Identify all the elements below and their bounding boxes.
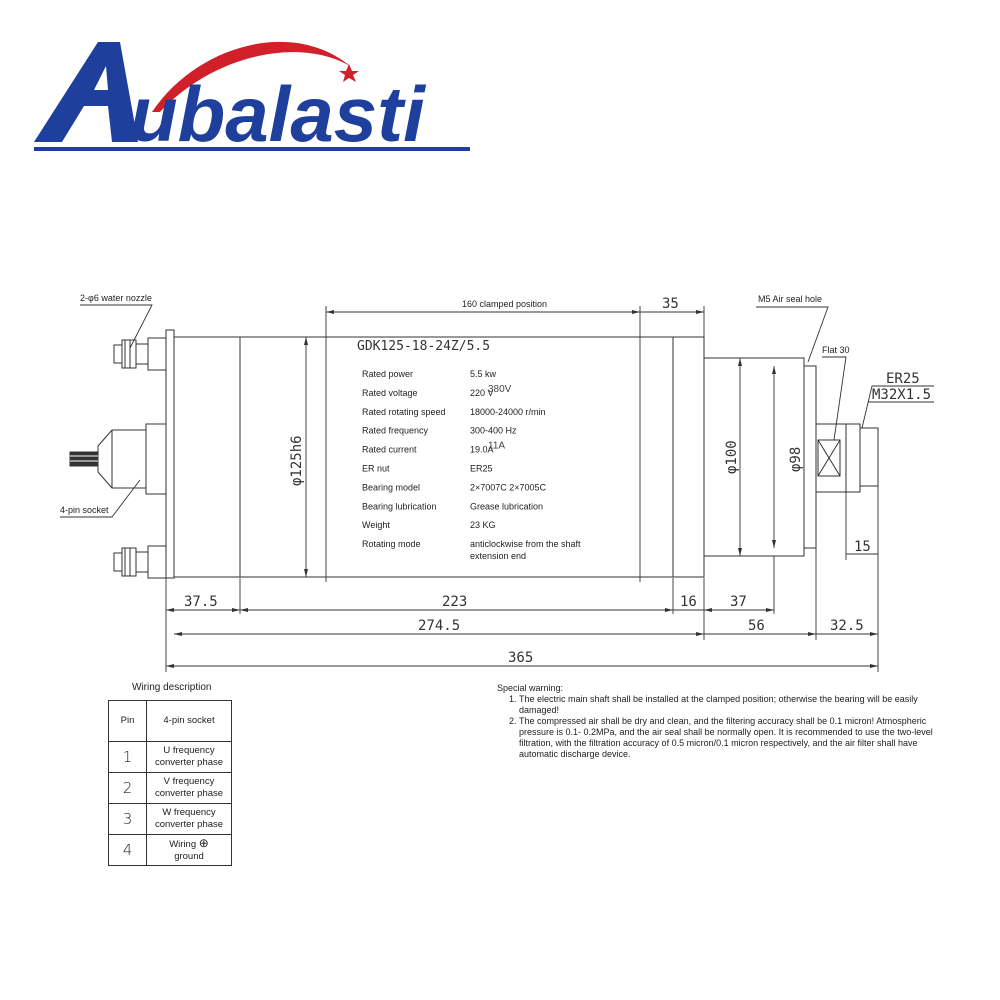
table-row: 2 V frequency converter phase — [108, 772, 232, 804]
warning-item: The electric main shaft shall be install… — [519, 694, 957, 716]
flat-label: Flat 30 — [822, 345, 850, 355]
spec-label: Rotating mode — [362, 539, 421, 549]
wiring-pin: 4 — [108, 834, 147, 866]
table-row: 4 Wiring ⊕ ground — [108, 834, 232, 866]
wiring-desc-line1: U frequency — [163, 745, 215, 756]
spec-model: GDK125-18-24Z/5.5 — [357, 339, 490, 354]
warning-title: Special warning: — [497, 683, 564, 693]
air-seal-hole-label: M5 Air seal hole — [758, 294, 822, 304]
logo-letter-a-hole — [94, 66, 108, 90]
spec-value: Grease lubrication — [470, 501, 543, 511]
logo-underline — [34, 147, 470, 151]
wiring-desc-line2: ground — [174, 851, 204, 862]
spec-value-overlay: 380V — [488, 384, 512, 395]
wiring-desc-line2: converter phase — [154, 819, 224, 830]
spindle-body — [165, 329, 879, 579]
spec-value: 18000-24000 r/min — [470, 407, 546, 417]
spec-value-line2: extension end — [470, 551, 526, 561]
dim-223: 223 — [442, 594, 467, 610]
dimension-arrows — [166, 310, 878, 668]
dim-37: 37 — [730, 594, 747, 610]
water-nozzle-bottom — [113, 545, 167, 579]
wiring-desc-line2: converter phase — [154, 757, 224, 768]
wiring-socket-desc: Wiring ⊕ ground — [146, 834, 232, 866]
special-warning: Special warning: The electric main shaft… — [497, 683, 957, 760]
wiring-header-pin: Pin — [108, 700, 147, 742]
wiring-desc-line1: Wiring — [169, 839, 197, 850]
logo-star — [339, 64, 359, 82]
dim-274-5: 274.5 — [418, 618, 460, 634]
spec-value: 19.0A — [470, 445, 494, 455]
water-nozzle-label: 2-φ6 water nozzle — [80, 293, 152, 303]
spec-value: 220 V — [470, 388, 494, 398]
water-nozzle-top — [113, 337, 167, 371]
nut-type-label: ER25 — [886, 371, 920, 387]
wiring-socket-desc: V frequency converter phase — [146, 772, 232, 804]
dim-diameter-98: φ98 — [788, 447, 804, 472]
spec-label: ER nut — [362, 464, 390, 474]
dim-35-top: 35 — [662, 296, 679, 312]
spec-label: Bearing model — [362, 482, 420, 492]
wiring-socket-desc: U frequency converter phase — [146, 741, 232, 773]
wiring-pin: 2 — [108, 772, 147, 804]
spec-label: Rated power — [362, 369, 413, 379]
ground-icon: ⊕ — [198, 836, 209, 850]
spec-value: ER25 — [470, 464, 493, 474]
wiring-pin: 1 — [108, 741, 147, 773]
dim-32-5: 32.5 — [830, 618, 864, 634]
clamped-position-label: 160 clamped position — [462, 299, 547, 309]
spec-value: 5.5 kw — [470, 369, 497, 379]
spec-value-overlay: 11A — [488, 441, 505, 452]
spec-value: anticlockwise from the shaft — [470, 539, 581, 549]
wiring-desc-line1: W frequency — [162, 807, 216, 818]
dim-365: 365 — [508, 650, 533, 666]
warning-list: The electric main shaft shall be install… — [497, 694, 957, 760]
pin-socket-label: 4-pin socket — [60, 505, 109, 515]
spec-label: Weight — [362, 520, 390, 530]
pin-socket — [69, 423, 167, 495]
spec-label: Bearing lubrication — [362, 501, 437, 511]
wiring-table: Pin 4-pin socket 1 U frequency converter… — [108, 700, 232, 866]
brand-logo: ubalasti — [34, 41, 470, 158]
warning-item: The compressed air shall be dry and clea… — [519, 716, 957, 760]
spec-value: 2×7007C 2×7005C — [470, 482, 547, 492]
callout-leaders — [60, 304, 934, 518]
dim-16: 16 — [680, 594, 697, 610]
wiring-header-row: Pin 4-pin socket — [108, 700, 232, 742]
wiring-title: Wiring description — [132, 682, 212, 693]
dim-37-5: 37.5 — [184, 594, 218, 610]
wiring-pin: 3 — [108, 803, 147, 835]
thread-label: M32X1.5 — [872, 387, 931, 403]
brand-name: ubalasti — [130, 70, 426, 158]
spec-value: 23 KG — [470, 520, 496, 530]
logo-letter-a — [34, 42, 138, 142]
spec-label: Rated frequency — [362, 426, 429, 436]
dim-56: 56 — [748, 618, 765, 634]
spec-label: Rated current — [362, 445, 417, 455]
wiring-header-socket: 4-pin socket — [146, 700, 232, 742]
wiring-socket-desc: W frequency converter phase — [146, 803, 232, 835]
spec-label: Rated rotating speed — [362, 407, 446, 417]
table-row: 3 W frequency converter phase — [108, 803, 232, 835]
logo-swoosh — [152, 41, 350, 112]
wiring-desc-line2: converter phase — [154, 788, 224, 799]
dim-15: 15 — [854, 539, 871, 555]
wiring-desc-line1: V frequency — [163, 776, 215, 787]
dim-diameter-100: φ100 — [724, 440, 740, 474]
table-row: 1 U frequency converter phase — [108, 741, 232, 773]
spec-value: 300-400 Hz — [470, 426, 517, 436]
spec-label: Rated voltage — [362, 388, 418, 398]
dim-body-diameter: φ125h6 — [289, 435, 305, 486]
